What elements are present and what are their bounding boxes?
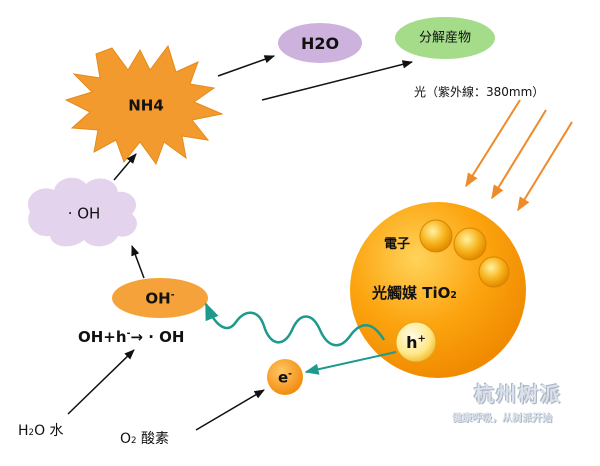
electron-label: 電子 bbox=[384, 237, 411, 252]
oh-radical-cloud bbox=[28, 177, 137, 247]
arrow-oxygen-to-electron bbox=[195, 389, 265, 431]
electron-bubble bbox=[453, 227, 487, 261]
arrow-water-to-reaction bbox=[67, 349, 135, 415]
hole-to-electron-arrow bbox=[304, 351, 397, 375]
h2o-product-ellipse bbox=[278, 23, 362, 63]
arrow-nh4-to-h2o bbox=[217, 55, 275, 77]
nh4-burst-shape bbox=[64, 44, 224, 166]
arrow-ohion-to-oh bbox=[131, 245, 145, 279]
oh-radical-label: · OH bbox=[67, 204, 101, 223]
arrow-oh-to-nh4 bbox=[113, 153, 137, 181]
watermark-slogan: 健康呼吸，从树派开始 bbox=[452, 413, 552, 424]
catalyst-label: 光觸媒 TiO2 bbox=[372, 284, 457, 302]
nh4-label: NH4 bbox=[128, 96, 164, 115]
electron-bubble bbox=[419, 219, 453, 253]
h2o-product-label: H2O bbox=[300, 34, 340, 53]
decomposition-product-label: 分解産物 bbox=[418, 30, 472, 46]
electron-circle bbox=[267, 359, 303, 395]
hole-label: h+ bbox=[406, 333, 426, 352]
electron-bubble bbox=[478, 256, 510, 288]
oh-reaction-equation: OH+h-→ · OH bbox=[78, 328, 185, 346]
light-label: 光（紫外線：380mm） bbox=[414, 85, 545, 99]
arrow-nh4-to-products bbox=[261, 60, 414, 101]
water-label: H2O 水 bbox=[18, 423, 64, 439]
oxygen-label: O2 酸素 bbox=[120, 431, 170, 447]
watermark-title: 杭州树派 bbox=[474, 382, 562, 406]
decomposition-product-ellipse bbox=[395, 17, 495, 59]
wavy-arrow bbox=[204, 302, 386, 347]
oh-ion-ellipse bbox=[112, 278, 208, 318]
light-ray-arrow bbox=[491, 109, 547, 200]
oh-ion-label: OH- bbox=[145, 289, 175, 308]
light-ray-arrow bbox=[465, 99, 521, 188]
light-ray-arrow bbox=[517, 121, 573, 212]
electron-e-label: e- bbox=[277, 368, 293, 387]
hole-circle bbox=[395, 321, 437, 363]
